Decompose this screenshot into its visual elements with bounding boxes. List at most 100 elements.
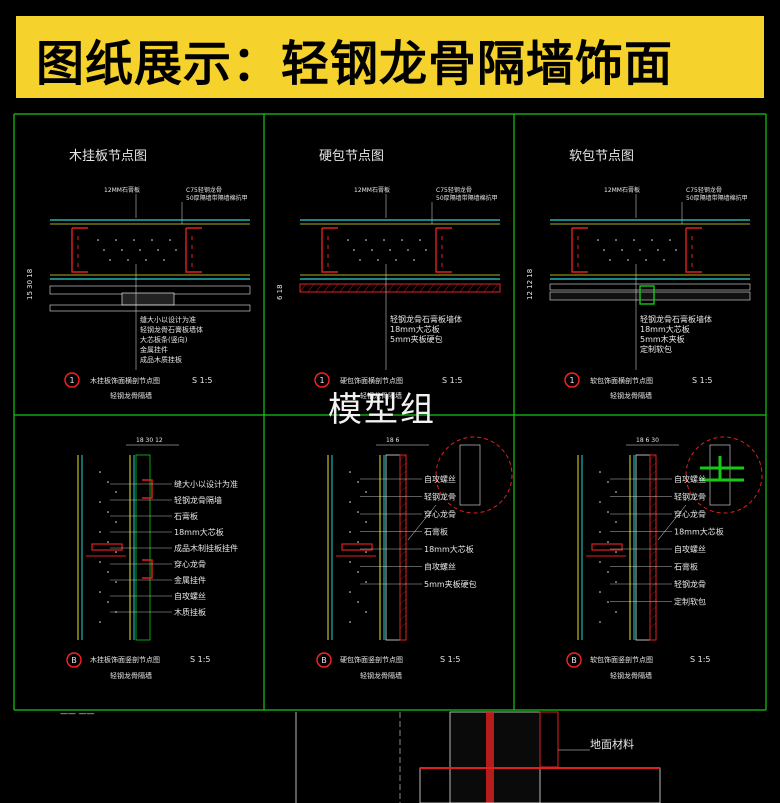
detail-caption: 木挂板饰面竖剖节点图 — [90, 655, 160, 664]
detail-subcaption: 轻钢龙骨隔墙 — [610, 391, 652, 400]
cross-stud — [91, 543, 123, 551]
top-label: 50厚隔墙带隔墙棉抗甲 — [186, 194, 248, 202]
detail-caption: 软包饰面竖剖节点图 — [590, 655, 653, 664]
leader-label: 5mm木夹板 — [640, 334, 685, 344]
wood-panel — [49, 304, 251, 312]
steel-stud — [185, 227, 202, 273]
detail-subcaption: 轻钢龙骨隔墙 — [110, 671, 152, 680]
leader-label: 石膏板 — [424, 527, 448, 537]
scale-label: S 1:5 — [190, 655, 211, 664]
leader-label: 18mm大芯板 — [640, 324, 690, 334]
cross-stud — [341, 543, 373, 551]
leader-label: 石膏板 — [174, 511, 198, 521]
callout-number: B — [71, 656, 77, 665]
cross-stud — [591, 543, 623, 551]
leader-label: 5mm夹板硬包 — [390, 334, 443, 344]
steel-stud — [571, 227, 588, 273]
detail-caption: 软包饰面横剖节点图 — [590, 376, 653, 385]
leader-label: 金属挂件 — [174, 575, 206, 585]
finish-layer — [299, 283, 501, 293]
callout-circle — [66, 652, 82, 668]
top-label: 12MM石膏板 — [354, 186, 390, 194]
detail-subcaption: 轻钢龙骨隔墙 — [110, 391, 152, 400]
leader-label: 成品木质挂板 — [140, 355, 182, 364]
callout-circle — [566, 652, 582, 668]
banner-inner-panel — [22, 24, 758, 90]
sheet-frame — [13, 113, 767, 711]
dimension-text: 12 12 18 — [526, 269, 534, 300]
scale-label: S 1:5 — [442, 376, 463, 385]
finish-skin — [649, 454, 657, 641]
leader-label: 定制软包 — [674, 597, 706, 607]
top-label: 50厚隔墙带隔墙棉抗甲 — [436, 194, 498, 202]
metal-hanger — [142, 479, 153, 499]
dimension-text: 18 6 30 — [636, 437, 659, 444]
zoom-bubble — [685, 436, 763, 514]
svg-text:—— ——: —— —— — [60, 709, 95, 718]
detail-caption: 硬包饰面竖剖节点图 — [340, 655, 403, 664]
leader-label: 18mm大芯板 — [390, 324, 440, 334]
metal-hanger — [142, 559, 153, 579]
panel-title: 软包节点图 — [569, 149, 634, 164]
leader-label: 穿心龙骨 — [174, 559, 206, 569]
wood-batten — [121, 292, 175, 306]
finish-band — [635, 454, 651, 641]
leader-label: 缝大小以设计为准 — [140, 315, 196, 324]
connector-clip — [639, 285, 655, 305]
leader-label: 大芯板条(竖向) — [140, 335, 188, 344]
top-label: 12MM石膏板 — [604, 186, 640, 194]
callout-number: B — [321, 656, 327, 665]
dimension-text: 6 18 — [276, 284, 284, 300]
top-label: 12MM石膏板 — [104, 186, 140, 194]
floor-detail-drawing: 地面材料 —— —— — [60, 709, 661, 803]
leader-label: 18mm大芯板 — [174, 527, 224, 537]
leader-label: 自攻螺丝 — [674, 544, 706, 554]
leader-label: 18mm大芯板 — [424, 544, 474, 554]
leader-label: 轻钢龙骨石膏板墙体 — [640, 314, 712, 324]
top-label: C75轻钢龙骨 — [686, 186, 722, 194]
callout-circle — [564, 372, 580, 388]
leader-label: 缝大小以设计为准 — [174, 479, 238, 489]
dimension-text: 15 30 18 — [26, 269, 34, 300]
leader-label: 轻钢龙骨石膏板墙体 — [390, 314, 462, 324]
leader-label: 5mm夹板硬包 — [424, 579, 477, 589]
panel-vertical-section-3: 18 6 30自攻螺丝轻钢龙骨穿心龙骨18mm大芯板自攻螺丝石膏板轻钢龙骨定制软… — [566, 436, 763, 680]
leader-label: 自攻螺丝 — [424, 562, 456, 572]
leader-label: 穿心龙骨 — [674, 509, 706, 519]
zoom-bubble — [435, 436, 513, 514]
top-label: C75轻钢龙骨 — [186, 186, 222, 194]
callout-number: B — [571, 656, 577, 665]
callout-number: 1 — [69, 376, 74, 385]
finish-band — [135, 454, 151, 641]
detail-subcaption: 轻钢龙骨隔墙 — [360, 391, 402, 400]
dimension-text: 18 30 12 — [136, 437, 163, 444]
leader-label: 18mm大芯板 — [674, 527, 724, 537]
detail-caption: 木挂板饰面横剖节点图 — [90, 376, 160, 385]
finish-skin — [399, 454, 407, 641]
steel-stud — [685, 227, 702, 273]
leader-label: 成品木制挂板挂件 — [174, 543, 238, 553]
leader-line — [407, 504, 437, 541]
panel-title: 木挂板节点图 — [69, 149, 147, 164]
floor-material-label: 地面材料 — [590, 737, 634, 751]
leader-label: 木质挂板 — [174, 607, 206, 617]
leader-label: 轻钢龙骨石膏板墙体 — [140, 325, 203, 334]
callout-number: 1 — [569, 376, 574, 385]
finish-band — [385, 454, 401, 641]
callout-circle — [64, 372, 80, 388]
scale-label: S 1:5 — [690, 655, 711, 664]
title-banner — [14, 14, 766, 100]
detail-caption: 硬包饰面横剖节点图 — [340, 376, 403, 385]
soft-pack-layer — [549, 291, 751, 301]
leader-label: 自攻螺丝 — [674, 474, 706, 484]
scale-label: S 1:5 — [440, 655, 461, 664]
leader-label: 轻钢龙骨 — [674, 492, 706, 502]
scale-label: S 1:5 — [692, 376, 713, 385]
steel-stud — [71, 227, 88, 273]
top-label: C75轻钢龙骨 — [436, 186, 472, 194]
page-title: 图纸展示：轻钢龙骨隔墙饰面 — [36, 36, 674, 92]
